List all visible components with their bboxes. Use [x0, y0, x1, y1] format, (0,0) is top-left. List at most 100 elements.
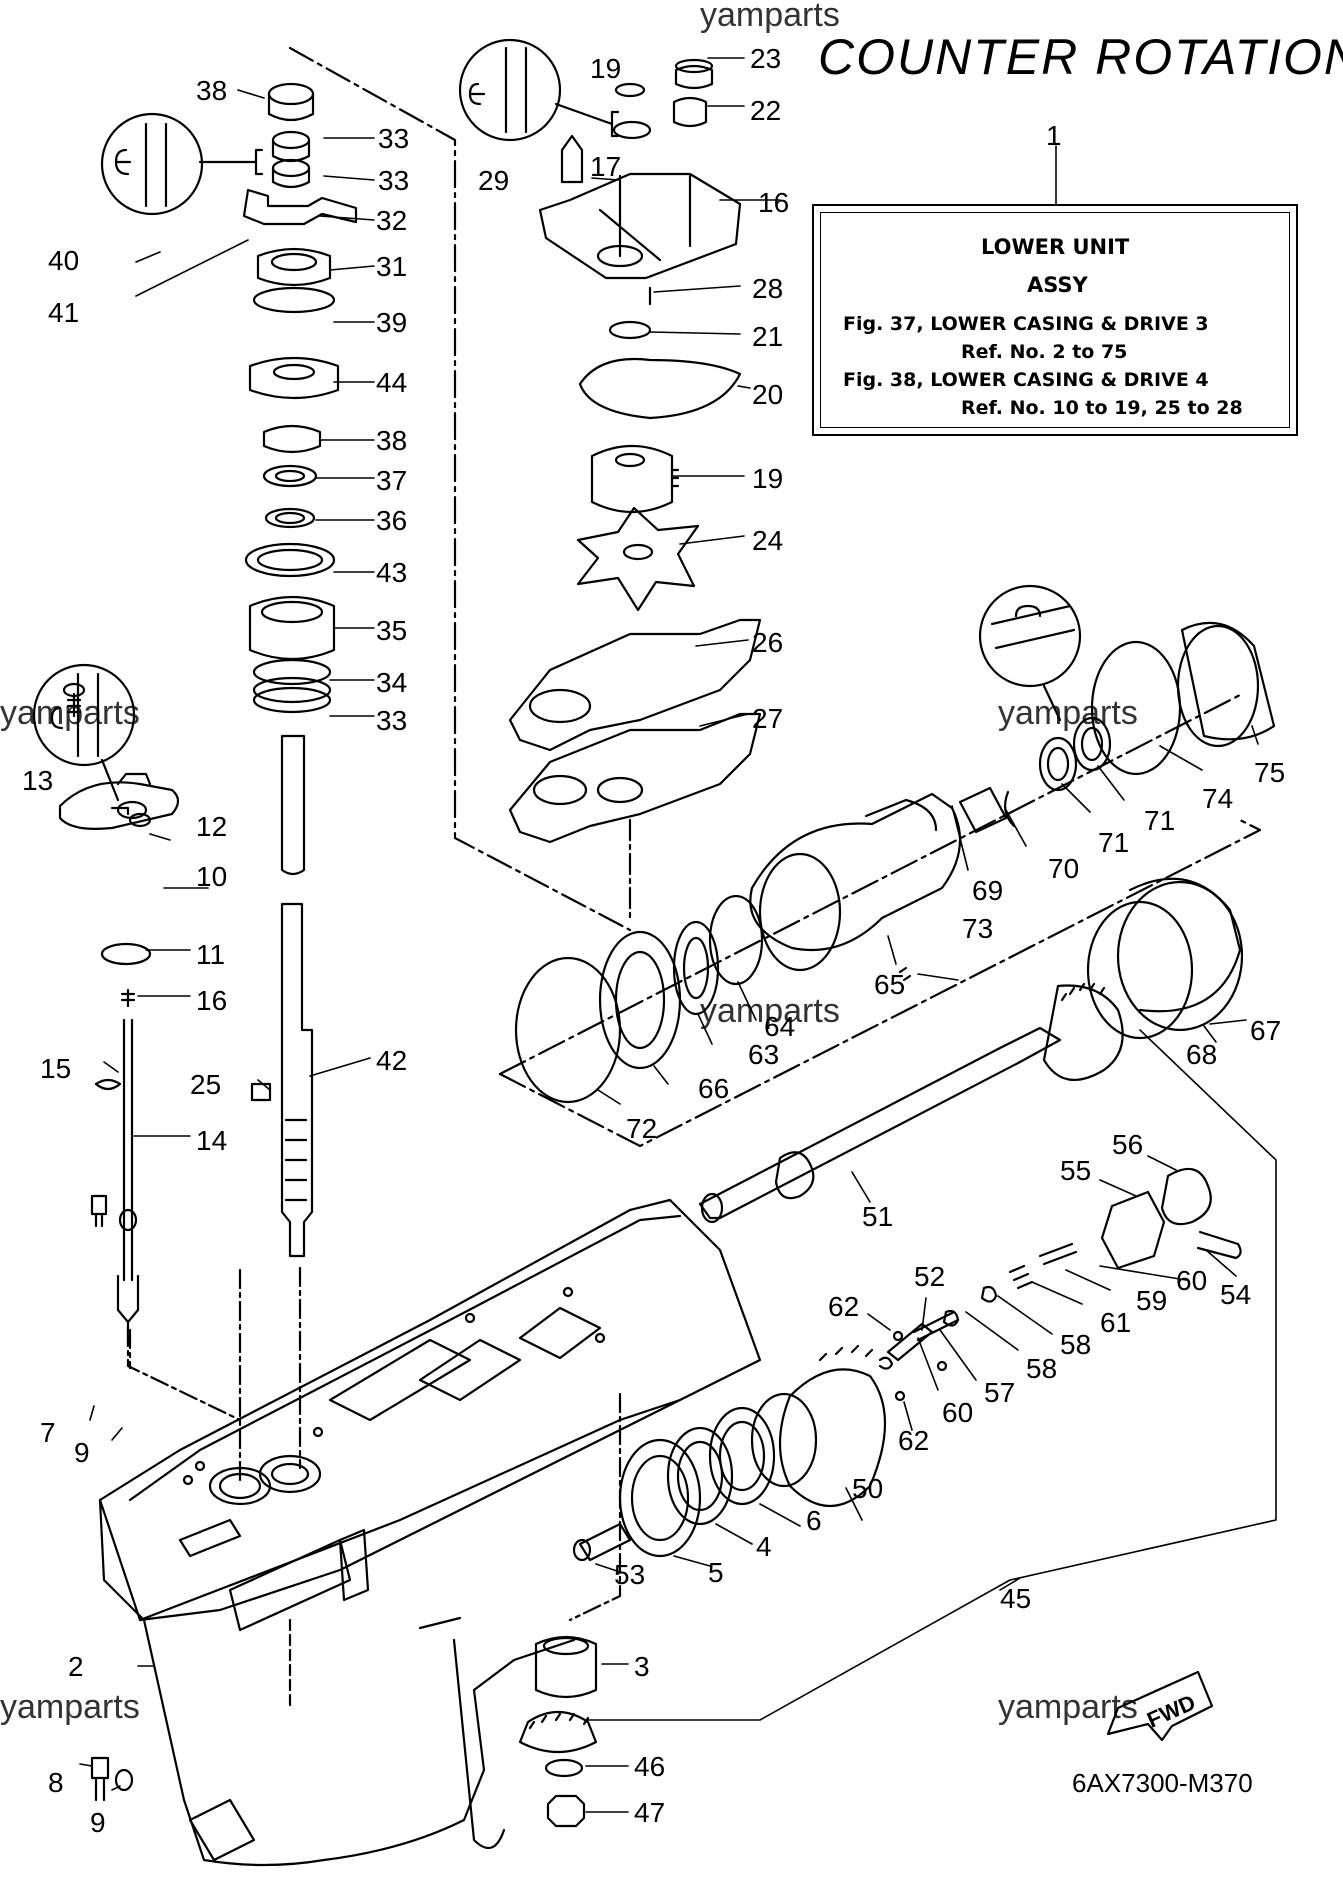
part-label-42: 40 — [48, 245, 79, 276]
part-label-52: 53 — [614, 1559, 645, 1590]
part-label-11: 11 — [196, 939, 225, 970]
leader-lines — [79, 57, 1277, 1813]
info-box-ref-number: 1 — [1046, 120, 1062, 151]
info-line-6: Ref. No. 10 to 19, 25 to 28 — [961, 397, 1243, 419]
info-line-1: LOWER UNIT — [981, 235, 1130, 259]
part-label-34: 33 — [376, 705, 407, 736]
part-label-60: 60 — [942, 1397, 973, 1428]
part-label-19: 19 — [590, 53, 621, 84]
part-label-22: 21 — [752, 321, 783, 352]
part-label-58: 58 — [1026, 1353, 1057, 1384]
part-label-23: 22 — [750, 95, 781, 126]
watermark-text: yamparts — [700, 0, 840, 34]
grease-callout-icon — [100, 112, 264, 216]
part-label-43: 41 — [48, 297, 79, 328]
part-label-58: 58 — [1060, 1329, 1091, 1360]
part-label-38: 37 — [376, 465, 407, 496]
part-label-15: 15 — [40, 1053, 71, 1084]
part-label-75: 75 — [1254, 757, 1285, 788]
water-pump-parts — [508, 58, 762, 922]
part-label-29: 28 — [752, 273, 783, 304]
part-label-16: 16 — [196, 985, 227, 1016]
part-label-9: 9 — [90, 1807, 106, 1838]
part-label-68: 68 — [1186, 1039, 1217, 1070]
part-label-26: 25 — [190, 1069, 221, 1100]
part-label-10: 10 — [196, 861, 227, 892]
part-label-47: 45 — [1000, 1583, 1031, 1614]
part-label-62: 62 — [898, 1425, 929, 1456]
pinion-parts — [90, 1194, 598, 1828]
info-box-inner: LOWER UNIT ASSY Fig. 37, LOWER CASING & … — [820, 212, 1290, 428]
part-label-33: 33 — [378, 165, 409, 196]
part-label-45: 43 — [376, 557, 407, 588]
lower-casing-body — [98, 1198, 762, 1867]
part-label-35: 34 — [376, 667, 407, 698]
prop-shaft-housing-bracket — [498, 692, 1262, 1148]
part-label-4: 4 — [756, 1531, 772, 1562]
info-line-4: Ref. No. 2 to 75 — [961, 341, 1128, 363]
part-label-41: 38 — [196, 75, 227, 106]
part-label-46: 44 — [376, 367, 407, 398]
part-label-40: 39 — [376, 307, 407, 338]
part-label-6: 6 — [806, 1505, 822, 1536]
part-label-70: 70 — [1048, 853, 1079, 884]
part-label-30: 29 — [478, 165, 509, 196]
part-label-31: 32 — [376, 205, 407, 236]
part-label-53: 52 — [914, 1261, 945, 1292]
part-label-21: 20 — [752, 379, 783, 410]
part-label-2: 2 — [68, 1651, 84, 1682]
part-label-62: 62 — [828, 1291, 859, 1322]
part-label-27: 26 — [752, 627, 783, 658]
part-label-49: 47 — [634, 1797, 665, 1828]
part-label-66: 66 — [698, 1073, 729, 1104]
part-label-59: 59 — [1136, 1285, 1167, 1316]
part-label-55: 55 — [1060, 1155, 1091, 1186]
grease-callout-icon — [458, 38, 620, 142]
part-label-24: 23 — [750, 43, 781, 74]
part-label-5: 5 — [708, 1557, 724, 1588]
part-label-48: 46 — [634, 1751, 665, 1782]
part-label-3: 3 — [634, 1651, 650, 1682]
watermark-text: yamparts — [0, 1688, 140, 1726]
part-label-50: 50 — [852, 1473, 883, 1504]
diagram-code: 6AX7300-M370 — [1072, 1768, 1253, 1798]
part-label-13: 13 — [22, 765, 53, 796]
part-label-54: 54 — [1220, 1279, 1251, 1310]
part-labels: 38 33 33 32 31 39 44 38 37 36 43 3 5 34 3… — [22, 43, 1285, 1838]
part-label-67: 67 — [1250, 1015, 1281, 1046]
part-label-14: 14 — [196, 1125, 227, 1156]
part-label-71: 71 — [1144, 805, 1175, 836]
part-label-25: 24 — [752, 525, 783, 556]
part-label-12: 12 — [196, 811, 227, 842]
part-label-18: 17 — [590, 151, 621, 182]
part-label-74: 74 — [1202, 783, 1233, 814]
part-label-9: 9 — [74, 1437, 90, 1468]
watermark-text: yamparts — [700, 992, 840, 1030]
part-label-28: 27 — [752, 703, 783, 734]
page-title: COUNTER ROTATION — [818, 29, 1343, 85]
grease-callout-icon — [978, 584, 1082, 722]
part-label-69: 69 — [972, 875, 1003, 906]
part-label-51: 51 — [862, 1201, 893, 1232]
part-label-37: 36 — [376, 505, 407, 536]
part-label-33: 33 — [378, 123, 409, 154]
grease-callout-icon — [32, 663, 136, 816]
shift-rod-parts — [58, 682, 180, 1346]
watermark-text: yamparts — [998, 1688, 1138, 1726]
part-label-65: 65 — [874, 969, 905, 1000]
info-line-2: ASSY — [1027, 273, 1088, 297]
watermark-text: yamparts — [998, 694, 1138, 732]
part-label-64: 64 — [764, 1011, 795, 1042]
prop-shaft-housing-parts — [514, 621, 1276, 1104]
part-label-39: 38 — [376, 425, 407, 456]
part-label-61: 61 — [1100, 1307, 1131, 1338]
part-label-71: 71 — [1098, 827, 1129, 858]
part-label-44: 42 — [376, 1045, 407, 1076]
part-label-32: 31 — [376, 251, 407, 282]
part-label-8: 8 — [48, 1767, 64, 1798]
fwd-arrow-icon: FWD — [1106, 1670, 1214, 1742]
info-box: LOWER UNIT ASSY Fig. 37, LOWER CASING & … — [812, 204, 1298, 436]
part-label-20: 19 — [752, 463, 783, 494]
part-label-60: 60 — [1176, 1265, 1207, 1296]
